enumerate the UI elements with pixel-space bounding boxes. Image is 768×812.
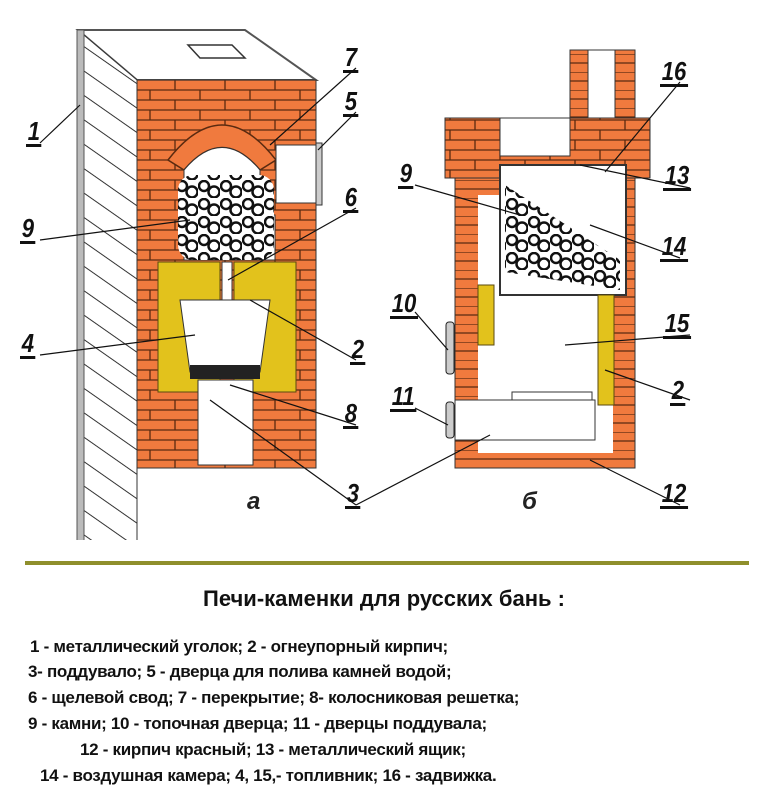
label-15: 15 xyxy=(663,308,691,339)
legend-line: 12 - кирпич красный; 13 - металлический … xyxy=(80,740,466,759)
ash-pit-a xyxy=(197,379,254,466)
label-4: 4 xyxy=(20,328,36,359)
legend-line: 1 - металлический уголок; 2 - огнеупорны… xyxy=(30,637,448,656)
legend-line: 9 - камни; 10 - топочная дверца; 11 - дв… xyxy=(28,714,487,733)
grate xyxy=(190,365,260,379)
legend-line: 6 - щелевой свод; 7 - перекрытие; 8- кол… xyxy=(28,688,520,707)
label-1: 1 xyxy=(26,116,42,147)
label-6: 6 xyxy=(343,182,359,213)
stove-drawings xyxy=(39,28,691,540)
top-gap xyxy=(499,117,571,157)
legend-line: 14 - воздушная камера; 4, 15,- топливник… xyxy=(40,766,497,785)
label-11: 11 xyxy=(390,381,417,412)
label-3: 3 xyxy=(345,478,361,509)
label-12: 12 xyxy=(660,478,688,509)
water-door xyxy=(275,144,317,204)
label-8: 8 xyxy=(343,398,359,429)
divider xyxy=(25,561,749,565)
label-9-b: 9 xyxy=(398,158,414,189)
slot-vault xyxy=(221,261,233,301)
stove-b xyxy=(444,49,651,469)
grate-b xyxy=(511,391,593,401)
label-2-a: 2 xyxy=(350,334,366,365)
stones-b xyxy=(505,185,620,290)
leader-lines xyxy=(39,67,691,506)
chimney-opening xyxy=(186,44,247,59)
water-door-handle xyxy=(315,142,323,206)
label-14: 14 xyxy=(660,231,688,262)
firebrick-b-right xyxy=(597,294,615,406)
ash-door xyxy=(445,401,455,439)
label-5: 5 xyxy=(343,86,359,117)
label-7: 7 xyxy=(343,42,359,73)
subfigure-a-label: а xyxy=(247,488,261,515)
label-16: 16 xyxy=(660,56,688,87)
page-title: Печи-каменки для русских бань : xyxy=(203,586,565,611)
subfigure-b-label: б xyxy=(522,488,537,515)
ash-pit-b xyxy=(454,399,596,441)
stove-a-side-hatched xyxy=(77,28,138,540)
metal-corner xyxy=(76,29,85,540)
label-2-b: 2 xyxy=(670,375,686,406)
label-10: 10 xyxy=(390,288,418,319)
stones-a xyxy=(178,175,274,260)
legend-line: 3- поддувало; 5 - дверца для полива камн… xyxy=(28,662,452,681)
firebrick-b-left xyxy=(477,284,495,346)
label-9-a: 9 xyxy=(20,213,36,244)
firebox-a xyxy=(179,299,271,373)
stove-a xyxy=(75,28,323,540)
label-13: 13 xyxy=(663,160,691,191)
fire-door xyxy=(445,321,455,375)
